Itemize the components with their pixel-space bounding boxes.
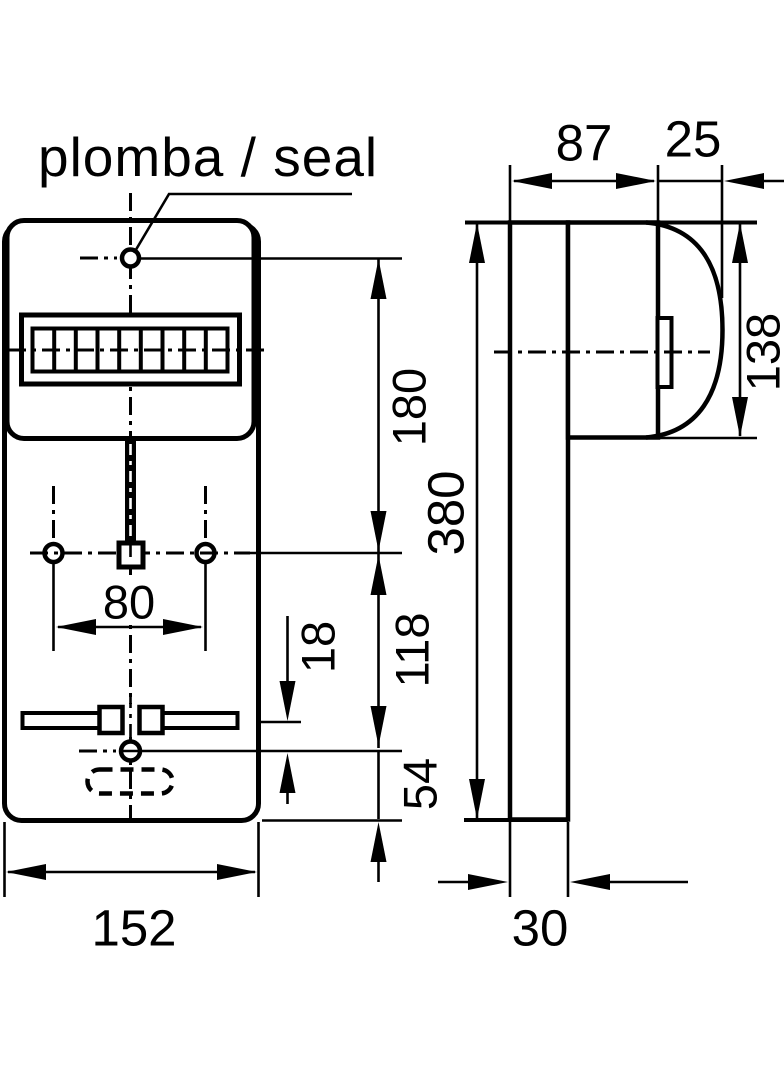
dim-lower-seal-to-bottom-label: 54 [394,758,447,810]
hanging-slot-bar [125,441,136,547]
dim-total-height-label: 380 [418,470,475,555]
dim-body-depth-label: 87 [556,115,613,172]
dim-width: 152 [3,822,260,957]
seal-circle-top [119,247,142,269]
dim-terminal-to-seal-label: 18 [292,621,345,673]
side-cover-dome [645,220,725,440]
dim-hole-spacing: 80 [56,575,203,635]
dim-cover-height-label: 138 [737,313,784,391]
dim-seal-to-holes: 180 [370,259,436,748]
front-view [2,193,402,823]
seal-leader-line [132,192,352,254]
dim-holes-to-lower-seal-label: 118 [386,613,439,688]
dim-holes-to-lower-seal: 118 [370,555,439,746]
dim-hole-spacing-label: 80 [103,576,155,629]
side-dimensions: 87 25 138 380 [418,111,784,957]
dim-base-depth-label: 30 [512,900,569,957]
register-window [8,312,266,387]
dim-cover-depth-label: 25 [665,111,722,168]
side-view [464,220,757,822]
dim-lower-seal-to-bottom: 54 [262,750,447,882]
dim-seal-to-holes-label: 180 [383,368,436,446]
dim-body-depth: 87 [508,115,724,298]
dim-total-height: 380 [418,223,485,819]
dim-terminal-to-seal: 18 [259,616,345,804]
dim-base-depth: 30 [438,822,688,957]
terminal-bar-gap [123,704,138,735]
front-dimensions: 80 18 180 118 54 [3,126,447,957]
side-base-plate [507,220,571,822]
terminal-square-left [97,704,125,736]
callout-label: plomba / seal [38,126,378,188]
dashed-terminal-cover-slot [85,767,175,796]
dim-cover-depth: 25 [658,111,784,189]
hanging-slot [125,441,136,547]
terminal-square-right [137,704,165,736]
dim-width-label: 152 [91,900,176,957]
terminal-bar [20,694,240,737]
side-meter-body [565,220,661,440]
dim-cover-height: 138 [732,223,784,437]
